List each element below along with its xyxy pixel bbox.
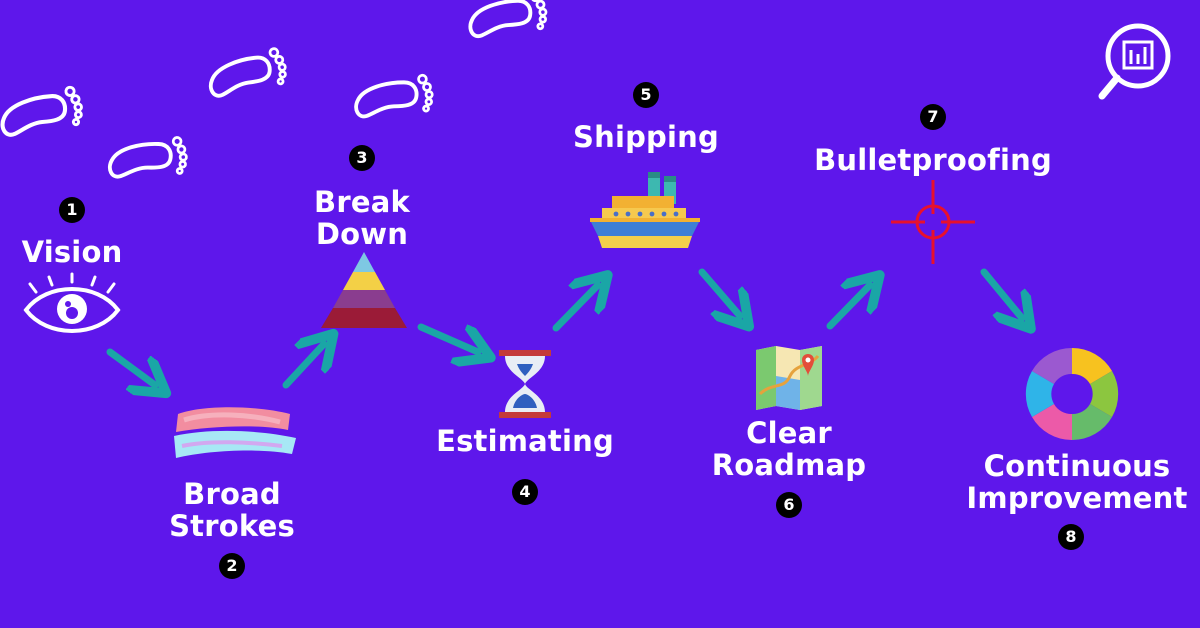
step-5-label: Shipping — [573, 120, 719, 154]
map-icon — [756, 346, 822, 410]
step-7-label: Bulletproofing — [814, 143, 1052, 177]
step-8-badge: 8 — [1058, 524, 1084, 550]
arrow-3-4 — [417, 323, 478, 352]
step-4-label: Estimating — [436, 424, 614, 458]
arrow-4-5 — [552, 285, 598, 332]
cycle-icon — [1025, 347, 1119, 441]
paint-stroke-icon — [174, 407, 296, 458]
step-3-badge: 3 — [349, 145, 375, 171]
step-2-badge: 2 — [219, 553, 245, 579]
arrow-6-7 — [826, 285, 870, 330]
step-6-badge: 6 — [776, 492, 802, 518]
crosshair-icon — [891, 180, 975, 264]
arrow-5-6 — [698, 268, 740, 316]
arrow-1-2 — [106, 348, 155, 385]
ship-icon — [590, 172, 700, 248]
step-7-badge: 7 — [920, 104, 946, 130]
arrow-7-8 — [980, 268, 1022, 318]
step-4-badge: 4 — [512, 479, 538, 505]
step-3-label: Break Down — [314, 185, 410, 251]
step-5-badge: 5 — [633, 82, 659, 108]
eye-icon — [23, 272, 121, 333]
step-6-label: Clear Roadmap — [711, 416, 867, 482]
step-1-label: Vision — [21, 235, 123, 269]
chart-magnifier-icon — [1098, 23, 1171, 100]
step-2-label: Broad Strokes — [169, 477, 295, 543]
hourglass-icon — [499, 350, 551, 418]
pyramid-icon — [321, 252, 407, 328]
step-8-label: Continuous Improvement — [966, 449, 1188, 515]
step-1-badge: 1 — [59, 197, 85, 223]
arrow-2-3 — [282, 344, 324, 389]
